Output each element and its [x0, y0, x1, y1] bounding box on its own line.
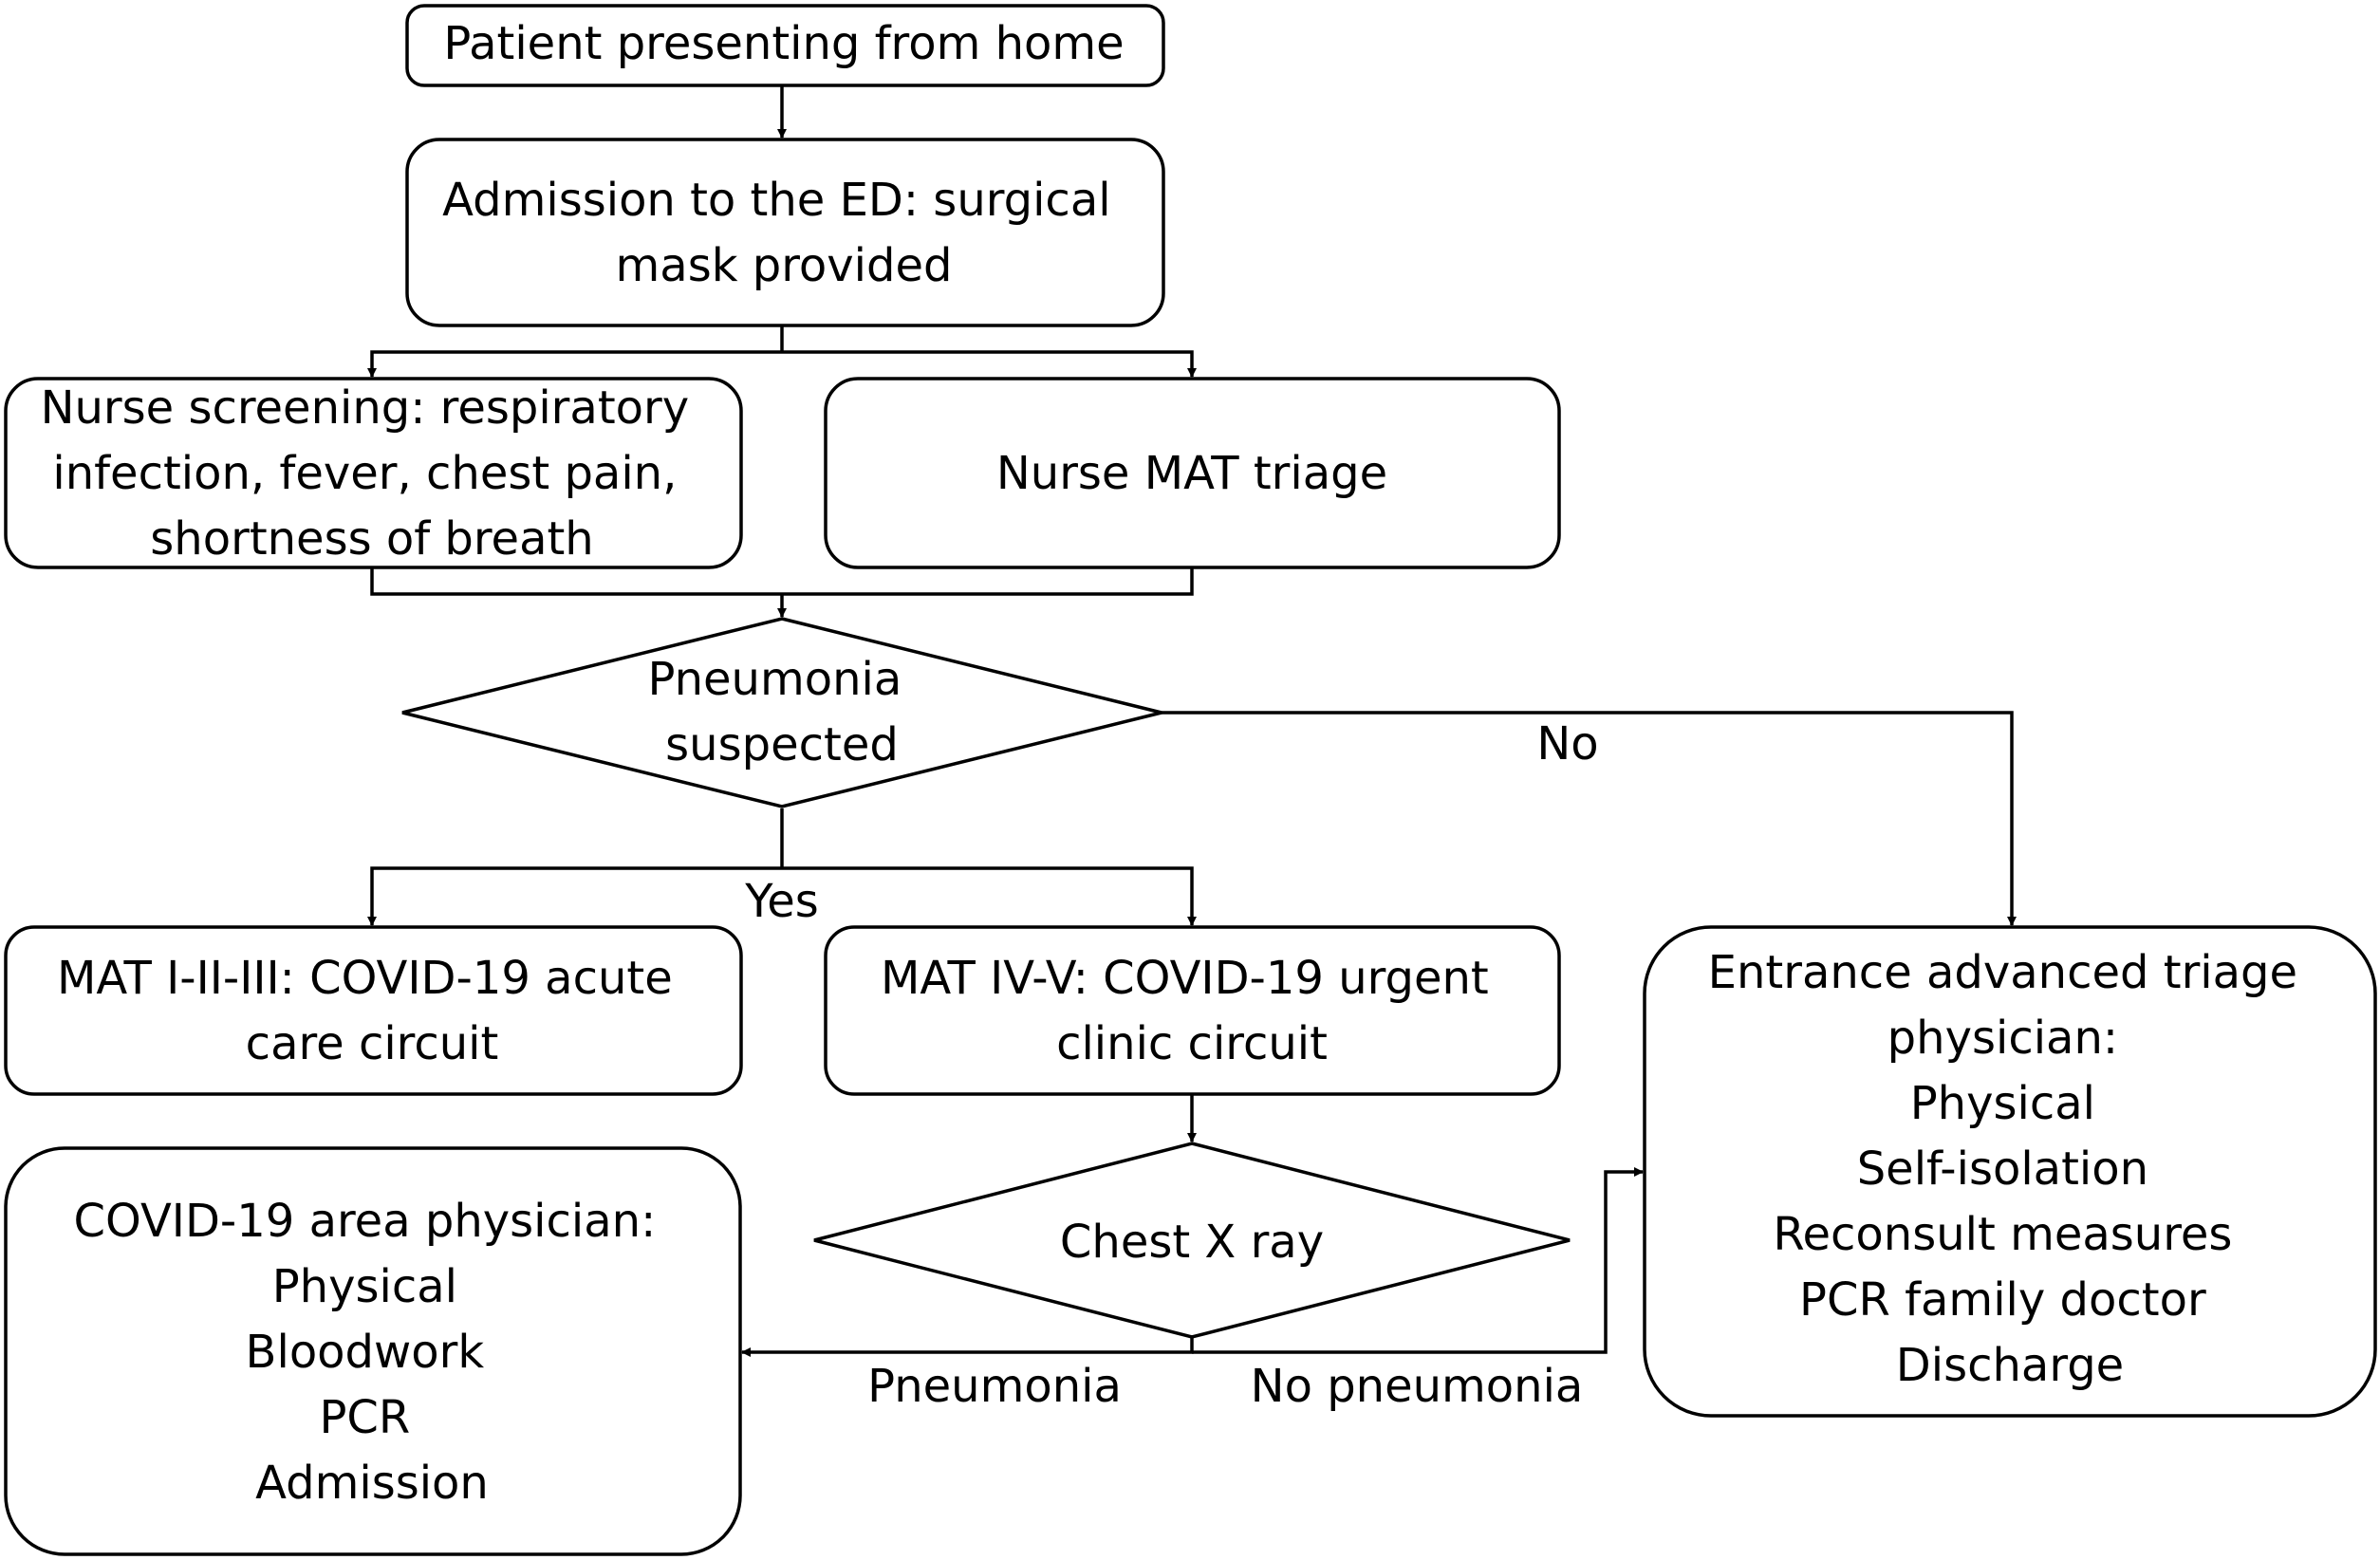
start-box: Patient presenting from home	[405, 4, 1165, 87]
advanced-triage-box: Entrance advanced triage physician: Phys…	[1643, 925, 2377, 1418]
chest-xray-text: Chest X ray	[1060, 1216, 1324, 1269]
mat-1-3-box-text: MAT I-II-III: COVID-19 acute care circui…	[57, 952, 687, 1070]
covid-physician-box: COVID-19 area physician: Physical Bloodw…	[4, 1146, 742, 1556]
mat-4-5-box: MAT IV-V: COVID-19 urgent clinic circuit	[824, 925, 1561, 1096]
nurse-screening-box-text: Nurse screening: respiratory infection, …	[41, 381, 704, 566]
covid-physician-box-text: COVID-19 area physician: Physical Bloodw…	[74, 1195, 671, 1510]
admission-box-text: Admission to the ED: surgical mask provi…	[442, 174, 1125, 292]
arrow-xray-pneumonia-to-covid-physician	[741, 1338, 1194, 1357]
arrow-admission-to-screening	[367, 350, 782, 378]
edge-label-pneumonia: Pneumonia	[867, 1360, 1122, 1413]
merge-screening-triage	[370, 567, 1194, 596]
edge-label-no: No	[1536, 717, 1598, 771]
mat-4-5-box-text: MAT IV-V: COVID-19 urgent clinic circuit	[881, 952, 1503, 1070]
arrow-xray-no-pneumonia-to-advanced-triage	[1192, 1167, 1644, 1354]
edge-label-yes: Yes	[744, 875, 818, 928]
nurse-triage-box-text: Nurse MAT triage	[996, 447, 1387, 500]
pneumonia-suspected-diamond: Pneumonia suspected	[401, 617, 1162, 808]
pneumonia-suspected-text: Pneumonia suspected	[647, 653, 916, 771]
arrow-yes-to-mat-1-3	[367, 866, 782, 926]
arrow-decision-no-to-advanced-triage	[1162, 711, 2017, 926]
advanced-triage-box-text: Entrance advanced triage physician: Phys…	[1708, 946, 2313, 1392]
edge-label-no-pneumonia: No pneumonia	[1251, 1360, 1584, 1413]
chest-xray-diamond: Chest X ray	[813, 1142, 1571, 1339]
start-box-text: Patient presenting from home	[443, 17, 1124, 70]
connectors	[367, 85, 2017, 1357]
mat-1-3-box: MAT I-II-III: COVID-19 acute care circui…	[4, 925, 743, 1096]
arrow-yes-to-mat-4-5	[782, 866, 1197, 926]
arrow-admission-to-triage	[782, 350, 1197, 378]
admission-box: Admission to the ED: surgical mask provi…	[405, 138, 1165, 327]
nurse-screening-box: Nurse screening: respiratory infection, …	[4, 377, 743, 569]
nurse-triage-box: Nurse MAT triage	[824, 377, 1561, 569]
